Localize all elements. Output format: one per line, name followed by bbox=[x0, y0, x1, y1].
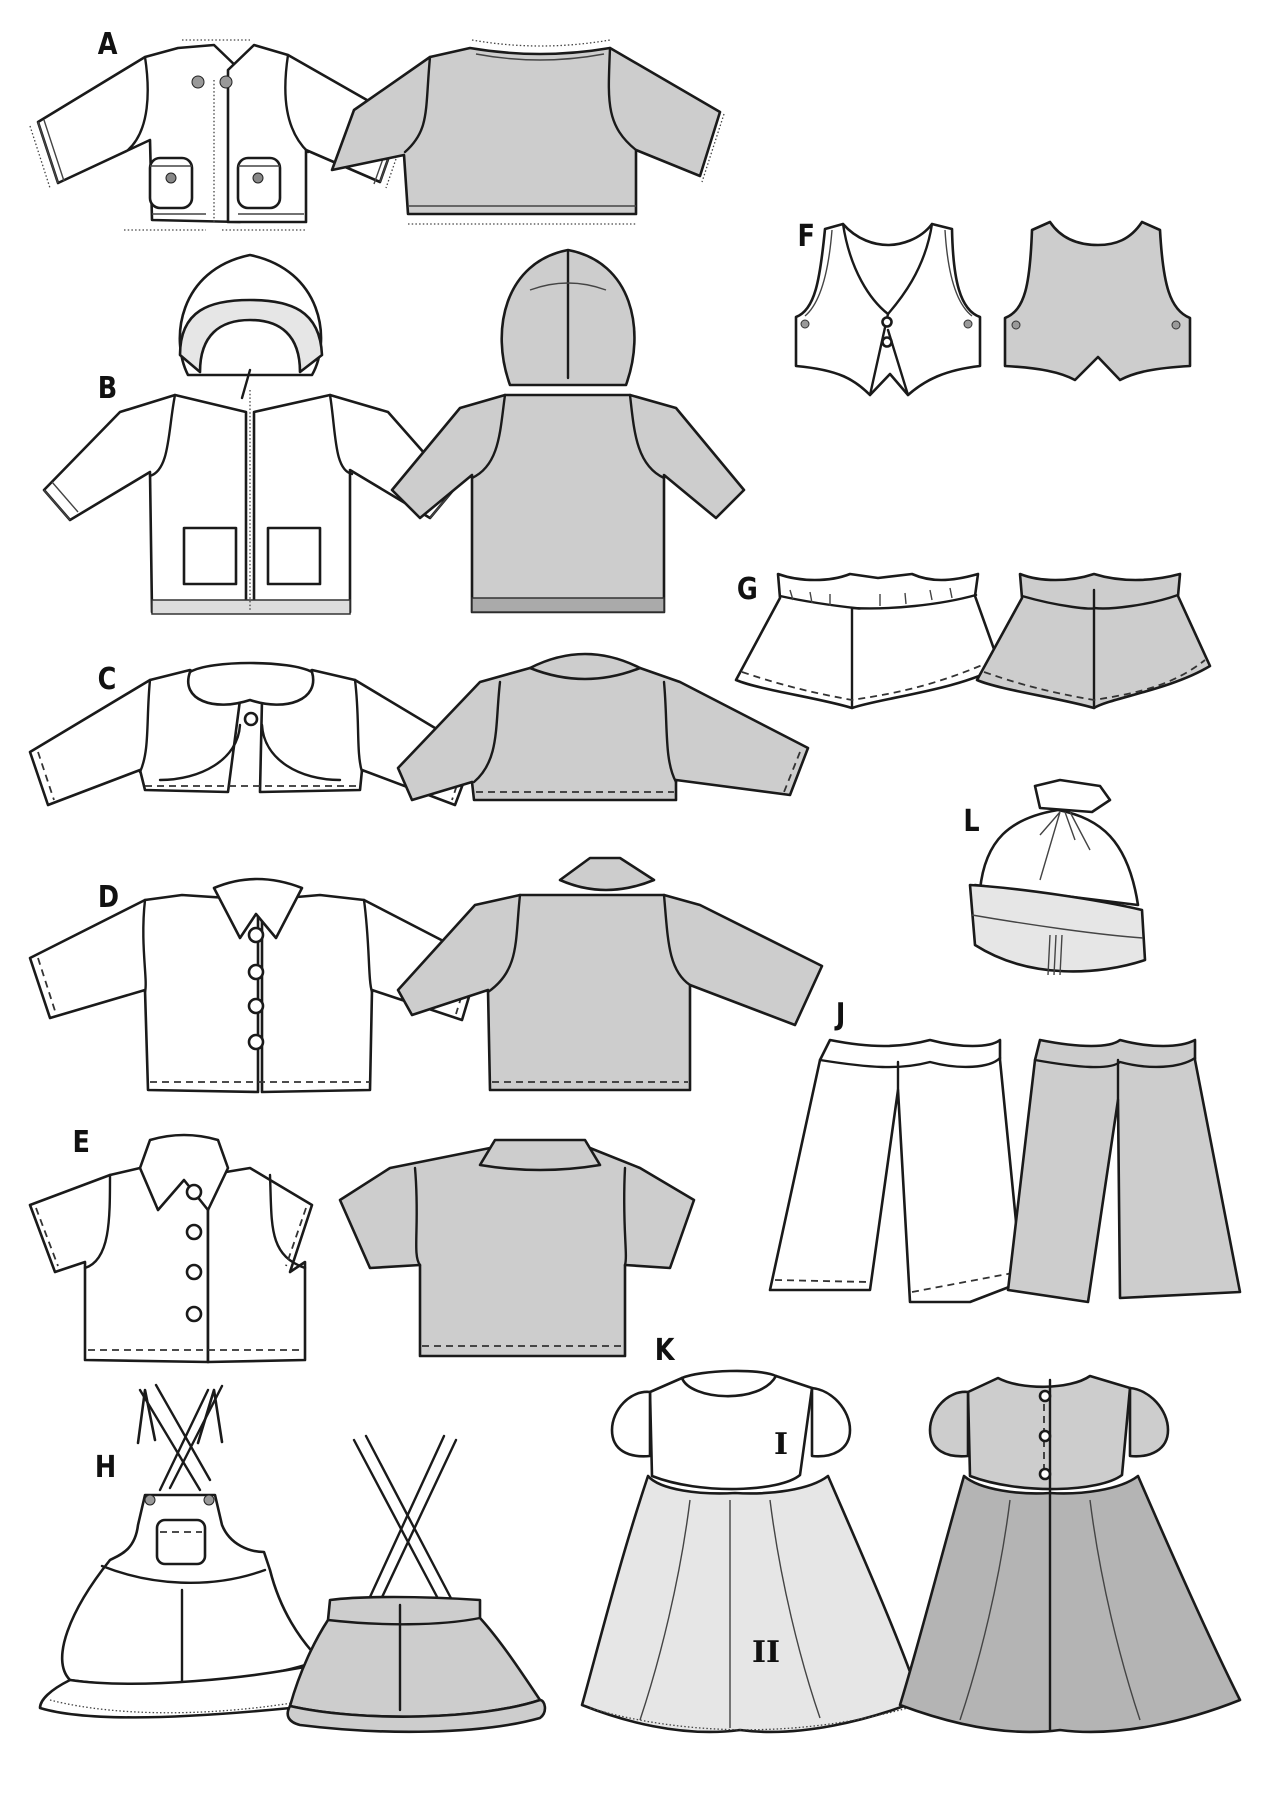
label-c: C bbox=[97, 662, 117, 697]
label-b: B bbox=[97, 371, 118, 406]
view-b-back bbox=[390, 248, 746, 614]
label-k: K bbox=[654, 1333, 675, 1368]
label-k-part-2: II bbox=[752, 1635, 781, 1670]
view-f-back bbox=[1003, 220, 1192, 382]
view-g-back bbox=[975, 572, 1212, 710]
view-e-back bbox=[338, 1138, 696, 1358]
label-l: L bbox=[963, 804, 980, 839]
label-g: G bbox=[736, 572, 758, 607]
view-g-front bbox=[734, 572, 1002, 710]
label-f: F bbox=[797, 219, 815, 254]
view-l-front bbox=[968, 778, 1147, 976]
view-d-back bbox=[396, 856, 824, 1092]
view-h-back bbox=[286, 1434, 547, 1734]
view-e-front bbox=[28, 1133, 314, 1364]
label-k-part-1: I bbox=[774, 1427, 789, 1462]
view-f-front bbox=[794, 222, 982, 397]
label-a: A bbox=[97, 27, 118, 62]
label-j: J bbox=[835, 997, 846, 1032]
view-j-front bbox=[768, 1038, 1024, 1304]
view-k-front bbox=[580, 1369, 922, 1734]
view-c-back bbox=[396, 652, 810, 802]
view-a-back bbox=[330, 39, 725, 225]
label-d: D bbox=[97, 880, 120, 915]
view-a-front bbox=[29, 39, 409, 231]
label-e: E bbox=[72, 1125, 90, 1160]
view-j-back bbox=[1006, 1038, 1242, 1304]
view-b-front bbox=[42, 253, 457, 615]
label-h: H bbox=[94, 1450, 117, 1485]
view-d-front bbox=[28, 877, 482, 1094]
view-k-back bbox=[898, 1374, 1242, 1734]
view-h-front bbox=[38, 1383, 325, 1719]
